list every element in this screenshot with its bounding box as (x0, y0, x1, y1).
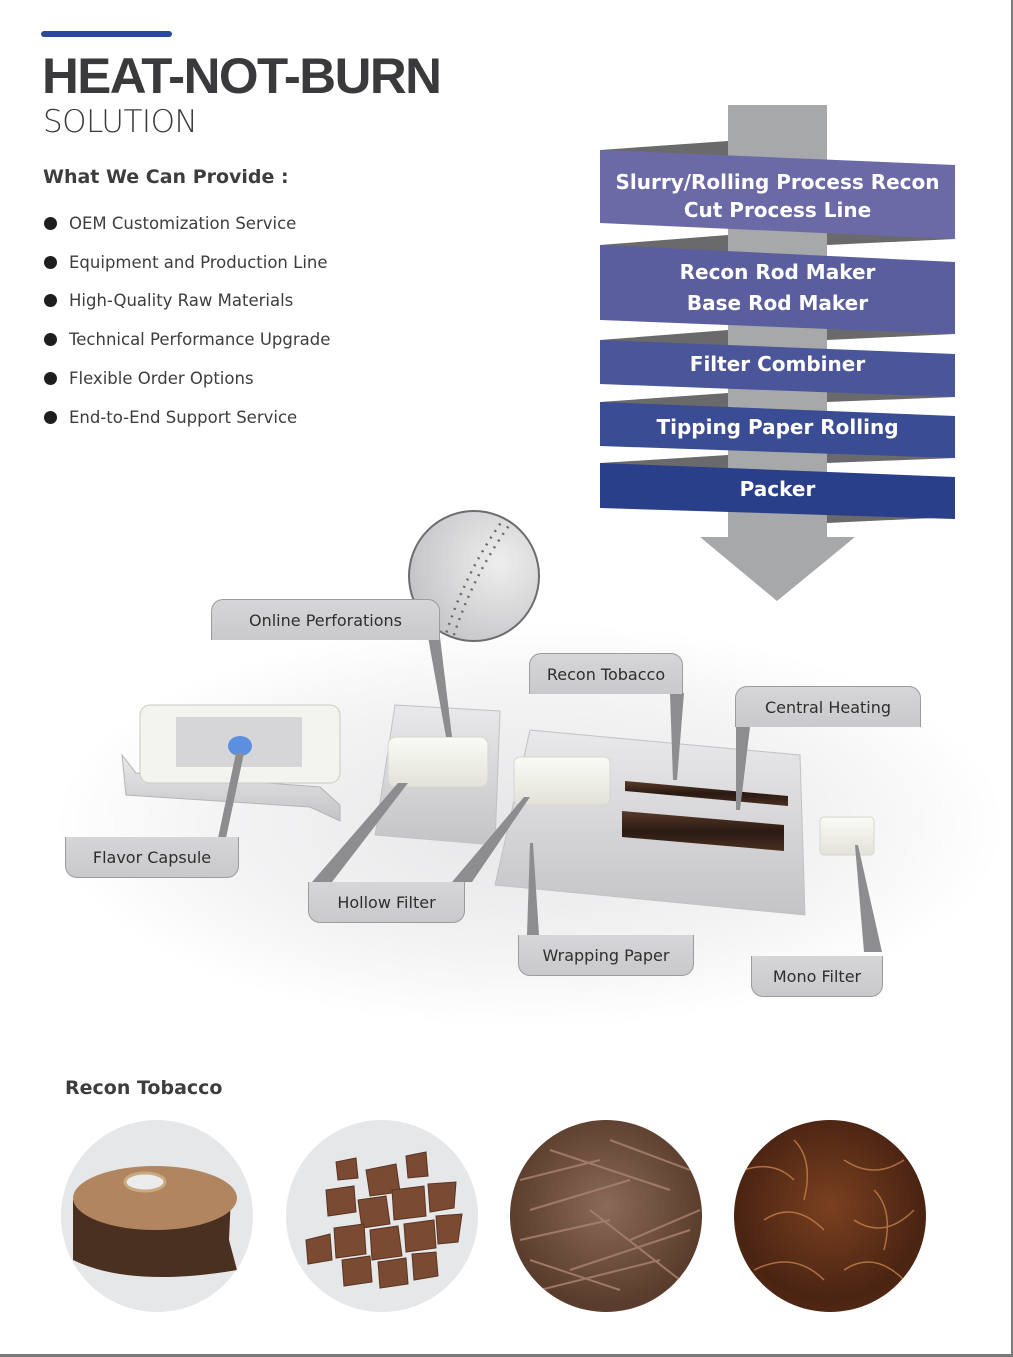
recon-cut-filler-image (734, 1120, 926, 1312)
page-border-bottom (0, 1354, 1013, 1357)
page-title: HEAT-NOT-BURN (42, 48, 442, 104)
list-item: End-to-End Support Service (44, 398, 330, 437)
recon-tobacco-heading: Recon Tobacco (65, 1077, 223, 1099)
bullet-icon (44, 410, 57, 424)
process-step-5: Packer (600, 475, 955, 503)
process-step-4: Tipping Paper Rolling (600, 413, 955, 441)
callout-mono-filter: Mono Filter (751, 956, 883, 997)
list-item: High-Quality Raw Materials (44, 282, 330, 321)
callout-central-heating: Central Heating (735, 686, 921, 727)
bullet-icon (44, 216, 57, 230)
bullet-icon (44, 255, 57, 269)
step-label: Tipping Paper Rolling (656, 415, 899, 439)
step-label: Base Rod Maker (686, 291, 869, 315)
process-arrow-graphic (600, 105, 955, 601)
page-subtitle: SOLUTION (43, 104, 198, 140)
list-item-label: OEM Customization Service (69, 213, 297, 233)
list-item-label: Technical Performance Upgrade (69, 330, 331, 350)
list-item-label: End-to-End Support Service (69, 407, 298, 427)
product-diagram: Online Perforations Recon Tobacco Centra… (40, 505, 1000, 1025)
process-step-3: Filter Combiner (600, 350, 955, 378)
list-item-label: Flexible Order Options (69, 369, 254, 389)
list-item: Flexible Order Options (44, 359, 330, 398)
title-accent-bar (41, 31, 172, 37)
list-item: OEM Customization Service (44, 204, 330, 243)
list-item-label: High-Quality Raw Materials (69, 291, 294, 311)
recon-roll-image (61, 1120, 253, 1312)
callout-online-perforations: Online Perforations (211, 599, 440, 640)
step-label: Recon Rod Maker (679, 260, 876, 284)
bullet-icon (44, 372, 57, 386)
list-item-label: Equipment and Production Line (69, 252, 328, 272)
callout-hollow-filter: Hollow Filter (308, 882, 465, 923)
process-flow: Slurry/Rolling Process Recon Cut Process… (595, 105, 960, 605)
provide-list: OEM Customization Service Equipment and … (44, 204, 330, 437)
bullet-icon (44, 294, 57, 308)
step-label: Packer (739, 477, 816, 501)
process-step-1: Slurry/Rolling Process Recon Cut Process… (600, 168, 955, 224)
step-label: Cut Process Line (683, 198, 872, 222)
process-step-2: Recon Rod Maker Base Rod Maker (600, 257, 955, 319)
recon-cut-sheets-image (286, 1120, 478, 1312)
step-label: Filter Combiner (689, 352, 866, 376)
product-exploded-view (121, 637, 882, 952)
callout-flavor-capsule: Flavor Capsule (65, 837, 239, 878)
recon-shreds-image (510, 1120, 702, 1312)
callout-recon-tobacco: Recon Tobacco (529, 653, 683, 694)
callout-wrapping-paper: Wrapping Paper (518, 935, 694, 976)
step-label: Slurry/Rolling Process Recon (615, 170, 940, 194)
list-item: Technical Performance Upgrade (44, 320, 330, 359)
bullet-icon (44, 333, 57, 347)
page-border-right (1011, 0, 1013, 1357)
list-item: Equipment and Production Line (44, 243, 330, 282)
provide-heading: What We Can Provide : (43, 166, 289, 188)
